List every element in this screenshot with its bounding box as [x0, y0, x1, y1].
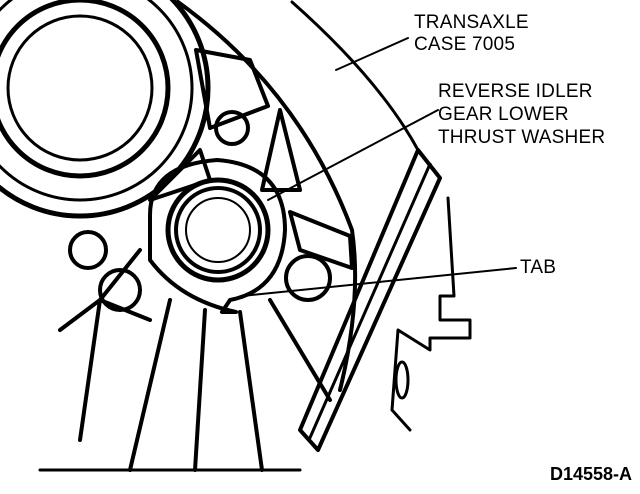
- transaxle-case-wall: [176, 0, 420, 392]
- callout-transaxle-case: TRANSAXLE CASE 7005: [414, 12, 529, 55]
- main-bearing-bore: [0, 0, 211, 219]
- callout-thrust-washer-line-1: REVERSE IDLER: [438, 81, 593, 102]
- adjacent-housing: [390, 196, 472, 432]
- leader-transaxle-case: [335, 37, 409, 71]
- figure-id: D14558-A: [550, 464, 632, 484]
- leader-tab: [241, 267, 517, 297]
- leader-lines: [241, 37, 517, 297]
- reverse-idler-boss: [148, 158, 287, 314]
- callout-tab: TAB: [520, 257, 556, 278]
- callout-thrust-washer-line-2: GEAR LOWER: [438, 104, 569, 125]
- case-ribs: [38, 48, 354, 472]
- leader-thrust-washer: [267, 109, 439, 201]
- callout-thrust-washer-line-3: THRUST WASHER: [438, 127, 605, 148]
- callout-transaxle-case-line-1: TRANSAXLE: [414, 12, 529, 33]
- case-holes: [68, 110, 410, 400]
- callout-thrust-washer: REVERSE IDLER GEAR LOWER THRUST WASHER: [438, 81, 605, 148]
- callout-transaxle-case-line-2: CASE 7005: [414, 34, 515, 55]
- case-flange: [298, 148, 442, 452]
